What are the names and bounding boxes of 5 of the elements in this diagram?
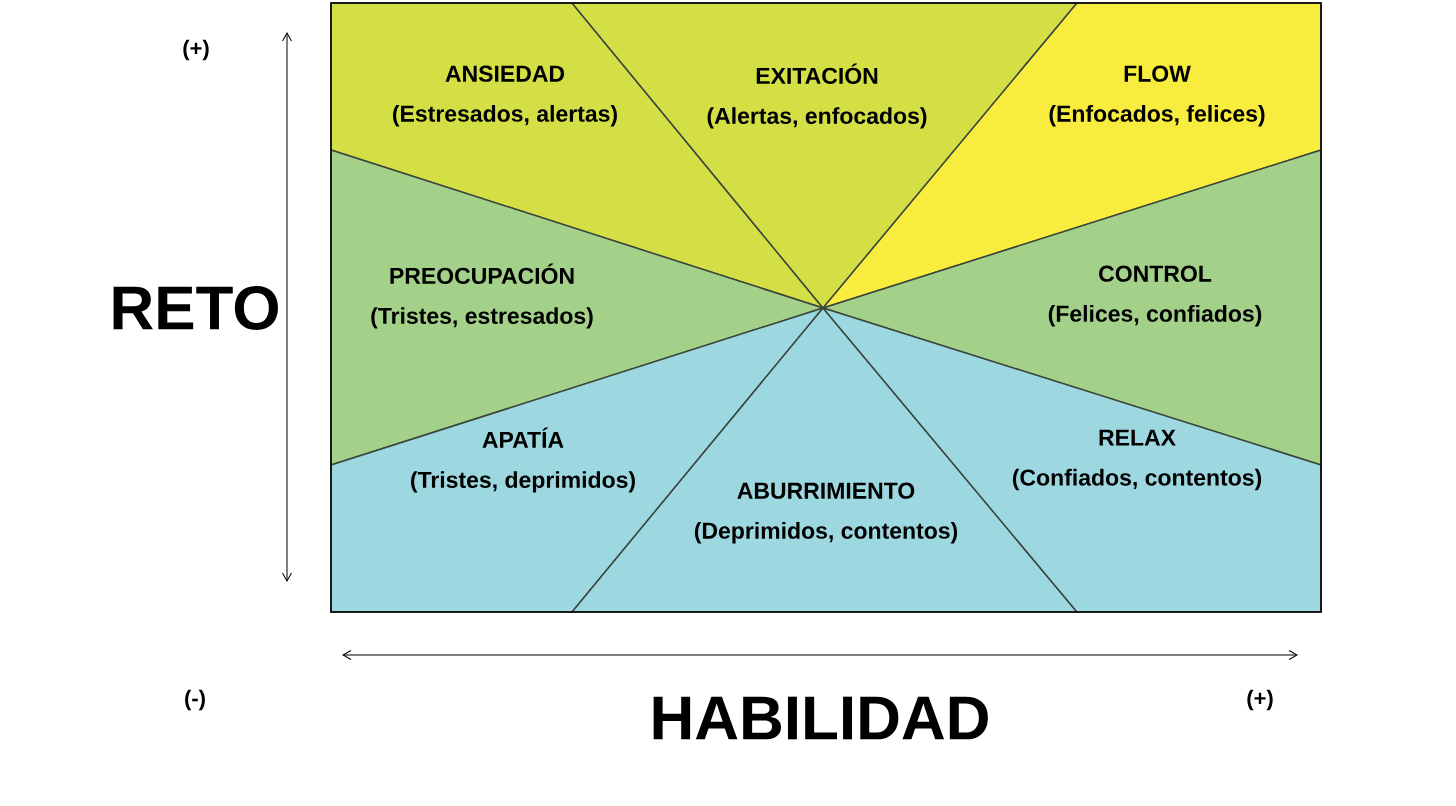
axis-title: RETO (113, 286, 278, 330)
axis-title: HABILIDAD (653, 696, 988, 740)
axis-sign: (+) (1247, 689, 1273, 711)
axis-sign: (-) (185, 689, 205, 711)
axis-sign: (+) (183, 39, 209, 61)
